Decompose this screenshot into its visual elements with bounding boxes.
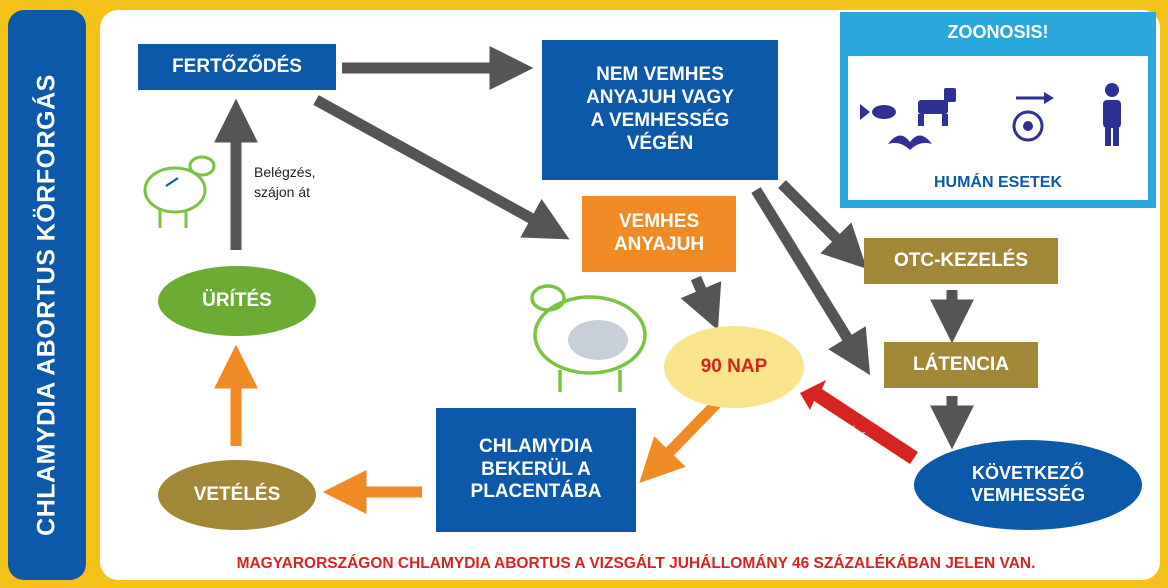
zoonosis-inner: HUMÁN ESETEK [848,56,1148,200]
zoonosis-subtitle: HUMÁN ESETEK [933,174,1062,191]
node-vemhes-line1: VEMHES [618,211,700,233]
zoonosis-box: ZOONOSIS! [840,12,1156,208]
footer-note: MAGYARORSZÁGON CHLAMYDIA ABORTUS A VIZSG… [236,555,1036,572]
sidebar: CHLAMYDIA ABORTUS KÖRFORGÁS [8,10,86,580]
bat-icon [888,135,932,150]
fish-icon [860,104,896,120]
node-chlamydia-line2: BEKERÜL A [481,458,591,480]
node-90-nap: 90 NAP [664,326,804,408]
reaktivalas-arrow [800,380,918,464]
node-nem-vemhes-line3: A VEMHESSÉG [590,110,730,131]
label-belegzes-line1: Belégzés, [254,164,316,180]
node-nem-vemhes-line2: ANYAJUH VAGY [586,87,734,109]
node-chlamydia-placenta: CHLAMYDIA BEKERÜL A PLACENTÁBA [436,408,636,532]
node-nem-vemhes-line1: NEM VEMHES [596,64,724,86]
node-kovetkezo-vemhesseg: KÖVETKEZŐ VEMHESSÉG [914,440,1142,530]
node-vemhes-line2: ANYAJUH [613,234,705,255]
node-kovetkezo-line1: KÖVETKEZŐ [971,463,1084,484]
label-belegzes-line2: szájon át [254,184,311,201]
node-chlamydia-line3: PLACENTÁBA [470,481,602,503]
node-nem-vemhes: NEM VEMHES ANYAJUH VAGY A VEMHESSÉG VÉGÉ… [542,40,778,180]
arrow-nemvemhes-to-otc [778,180,867,269]
node-kovetkezo-line2: VEMHESSÉG [970,485,1086,505]
zoonosis-icons [860,83,1121,150]
node-vemhes-anyajuh: VEMHES ANYAJUH [582,196,736,272]
node-90nap-label: 90 NAP [700,355,768,377]
node-veteles: VETÉLÉS [158,460,316,530]
virus-arrow-icon [1012,92,1054,142]
node-otc-label: OTC-KEZELÉS [893,249,1029,271]
arrow-nemvemhes-to-latencia [751,187,871,376]
node-otc-kezeles: OTC-KEZELÉS [864,238,1058,284]
person-icon [1103,83,1121,146]
node-fertozodes: FERTŐZŐDÉS [138,44,336,90]
node-latencia-label: LÁTENCIA [912,353,1010,375]
arrow-fertozodes-to-vemhes [313,95,570,240]
pregnant-sheep-icon [530,284,647,392]
node-latencia: LÁTENCIA [884,342,1038,388]
arrow-90nap-to-chlamydia [639,398,722,484]
node-urites: ÜRÍTÉS [158,266,316,336]
zoonosis-title: ZOONOSIS! [947,22,1049,42]
node-urites-label: ÜRÍTÉS [202,289,272,311]
label-belegzes: Belégzés, szájon át [254,162,315,203]
arrow-vemhes-to-90nap [680,275,722,331]
sheep-icon [143,155,216,228]
node-veteles-label: VETÉLÉS [193,483,281,505]
node-chlamydia-line1: CHLAMYDIA [479,435,593,457]
node-fertozodes-label: FERTŐZŐDÉS [172,55,302,77]
dog-icon [918,88,956,126]
node-nem-vemhes-line4: VÉGÉN [626,132,694,154]
